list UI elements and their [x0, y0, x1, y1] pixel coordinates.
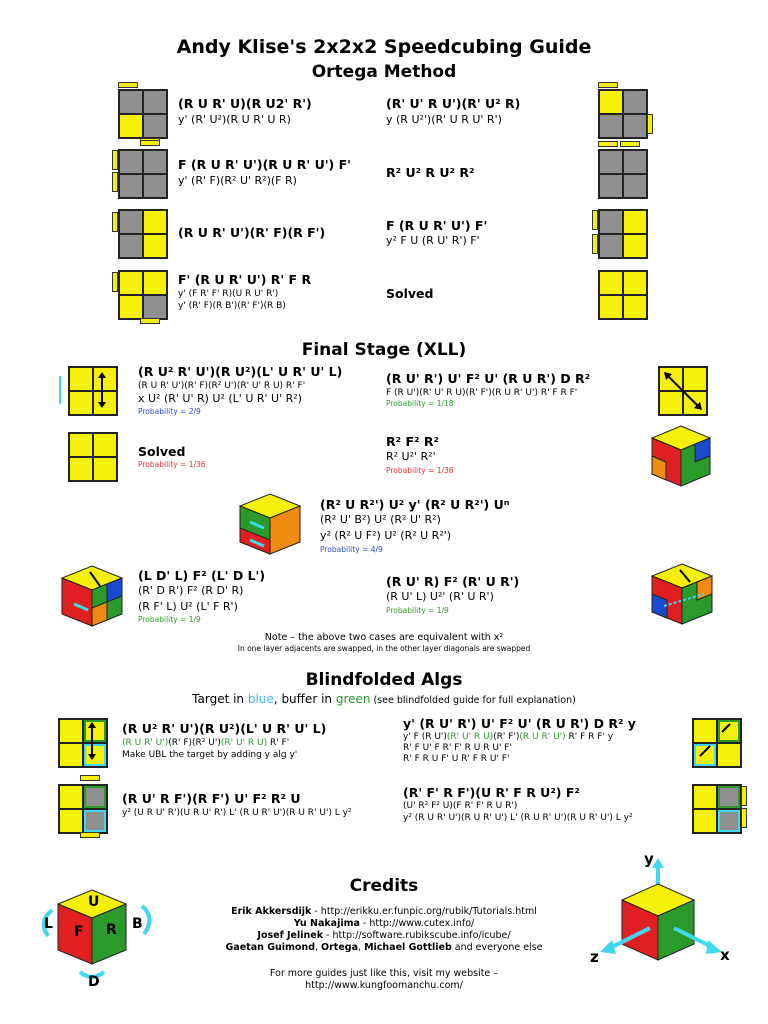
label-b: B — [132, 916, 143, 932]
blind-face-2 — [692, 718, 742, 768]
diagonal-swap-icon — [699, 723, 731, 757]
ortega-alt-6: y² F U (R U' R') F' — [386, 234, 480, 247]
ortega-alt-2: y (R U²')(R' U R U' R') — [386, 113, 502, 126]
blind-alg-4: (R' F' R F')(U R' F R U²) F² — [403, 785, 580, 800]
ortega-alg-7: F' (R U R' U') R' F R — [178, 272, 312, 287]
blind-alt-2b: R' F U' F R' F' R U R U' F' — [403, 743, 512, 753]
cube-icon — [650, 563, 714, 625]
blind-alt-4a: (U' R² F² U)(F R' F' R U R') — [403, 801, 518, 811]
blind-alg-3: (R U' R F')(R F') U' F² R² U — [122, 791, 301, 806]
cube-icon — [650, 425, 712, 487]
face-notation-cube-icon — [41, 889, 152, 979]
xll-alt-5a: (R² U' B²) U² (R² U' R²) — [320, 513, 441, 526]
credits-title: Credits — [349, 876, 419, 896]
xll-alt-1a: (R U R' U')(R' F)(R² U')(R' U' R U) R' F… — [138, 381, 306, 391]
xll-alg-1: (R U² R' U')(R U²)(L' U R' U' L) — [138, 364, 343, 379]
ortega-alg-3: F (R U R' U')(R U R' U') F' — [178, 157, 351, 172]
label-f: F — [74, 924, 84, 940]
ortega-face-7 — [118, 270, 168, 320]
blind-alt-2c: R' F R U F' U R' F R U' F' — [403, 754, 510, 764]
label-x: x — [720, 946, 730, 964]
xll-prob-1: Probability = 2/9 — [138, 407, 201, 416]
diagonal-swap-icon — [664, 372, 702, 410]
blind-alt-3: y² (U R U' R')(U R U' R') L' (R U R' U')… — [122, 808, 352, 818]
ortega-alt-1: y' (R' U²)(R U R' U R) — [178, 113, 291, 126]
final-stage-title: Final Stage (XLL) — [301, 340, 467, 360]
xll-alt-6a: (R' D R') F² (R D' R) — [138, 584, 244, 597]
xll-alg-7: (R U' R) F² (R' U R') — [386, 574, 520, 589]
xll-alt-2: F (R U')(R' U' R U)(R' F')(R U R' U') R'… — [386, 388, 578, 398]
ortega-face-2 — [598, 89, 648, 139]
credits-more: For more guides just like this, visit my… — [269, 968, 499, 979]
xll-alt-5b: y² (R² U F²) U² (R² U R²') — [320, 529, 452, 542]
ortega-face-5 — [118, 209, 168, 259]
blind-alt-1b: Make UBL the target by adding y alg y' — [122, 750, 298, 760]
cube-icon — [238, 493, 302, 555]
xll-note: Note – the above two cases are equivalen… — [264, 632, 504, 643]
page-title: Andy Klise's 2x2x2 Speedcubing Guide — [176, 36, 592, 58]
ortega-alt-7: y' (F R' F' R)(U R U' R') — [178, 289, 279, 299]
blindfolded-title: Blindfolded Algs — [305, 670, 463, 690]
label-y: y — [644, 850, 654, 868]
ortega-alg-5: (R U R' U')(R' F)(R F') — [178, 225, 326, 240]
xll-prob-6: Probability = 1/9 — [138, 615, 201, 624]
xll-alt-7: (R U' L) U²' (R' U R') — [386, 590, 494, 603]
ortega-face-4 — [598, 149, 648, 199]
ortega-alt-3: y' (R' F)(R² U' R²)(F R) — [178, 174, 297, 187]
blind-alg-1: (R U² R' U')(R U²)(L' U R' U' L) — [122, 721, 327, 736]
ortega-face-6 — [598, 209, 648, 259]
blind-alt-1a: (R U R' U')(R' F)(R² U')(R' U' R U) R' F… — [122, 738, 290, 748]
ortega-alt-7b: y' (R' F)(R B')(R' F')(R B) — [178, 301, 286, 311]
xll-face-1 — [68, 366, 118, 416]
blind-alg-2: y' (R U' R') U' F² U' (R U R') D R² y — [403, 716, 636, 731]
blindfolded-subtitle: Target in blue, buffer in green (see bli… — [192, 692, 576, 706]
ortega-alg-4: R² U² R U² R² — [386, 165, 475, 180]
ortega-alg-1: (R U R' U)(R U2' R') — [178, 96, 312, 111]
label-r: R — [106, 922, 117, 938]
xll-alt-6b: (R F' L) U² (L' F R') — [138, 600, 238, 613]
xll-prob-3: Probability = 1/36 — [138, 460, 206, 469]
xll-alg-3: Solved — [138, 444, 186, 459]
ortega-face-1 — [118, 89, 168, 139]
xll-note-detail: In one layer adjacents are swapped, in t… — [237, 644, 531, 653]
label-z: z — [590, 948, 599, 966]
xll-prob-7: Probability = 1/9 — [386, 606, 449, 615]
swap-arrow-icon — [88, 722, 96, 760]
label-d: D — [88, 974, 100, 990]
swap-arrow-icon — [59, 372, 106, 408]
xll-alg-5: (R² U R²') U² y' (R² U R²') Uⁿ — [320, 497, 510, 512]
xll-alg-2: (R U' R') U' F² U' (R U R') D R² — [386, 371, 591, 386]
ortega-alg-8: Solved — [386, 286, 434, 301]
blind-face-3 — [58, 784, 108, 834]
cube-icon — [60, 565, 124, 627]
method-title: Ortega Method — [311, 62, 457, 82]
xll-alg-6: (L D' L) F² (L' D L') — [138, 568, 266, 583]
xll-face-3 — [68, 432, 118, 482]
label-u: U — [88, 894, 100, 910]
blind-face-4 — [692, 784, 742, 834]
credits-line-1: Erik Akkersdijk - http://erikku.er.funpi… — [231, 906, 537, 917]
xll-prob-4: Probability = 1/36 — [386, 466, 454, 475]
ortega-face-8 — [598, 270, 648, 320]
axis-cube-icon — [600, 858, 722, 961]
xll-alt-1b: x U² (R' U' R) U² (L' U R' U' R²) — [138, 392, 302, 405]
ortega-alg-6: F (R U R' U') F' — [386, 218, 488, 233]
ortega-face-3 — [118, 149, 168, 199]
label-l: L — [44, 916, 53, 932]
xll-alt-4: R² U²' R²' — [386, 450, 436, 463]
blind-alt-2a: y' F (R U')(R' U' R U)(R' F')(R U R' U')… — [403, 732, 614, 742]
credits-line-3: Josef Jelinek - http://software.rubikscu… — [257, 930, 511, 941]
xll-alg-4: R² F² R² — [386, 434, 439, 449]
xll-prob-2: Probability = 1/18 — [386, 399, 454, 408]
website-link[interactable]: http://www.kungfoomanchu.com/ — [305, 980, 463, 991]
credits-line-2: Yu Nakajima - http://www.cutex.info/ — [293, 918, 475, 929]
xll-prob-5: Probability = 4/9 — [320, 545, 383, 554]
blind-alt-4b: y² (R U R' U')(R U R' U') L' (R U R' U')… — [403, 813, 633, 823]
blind-face-1 — [58, 718, 108, 768]
ortega-alg-2: (R' U' R U')(R' U² R) — [386, 96, 521, 111]
credits-line-4: Gaetan Guimond, Ortega, Michael Gottlieb… — [225, 942, 543, 953]
